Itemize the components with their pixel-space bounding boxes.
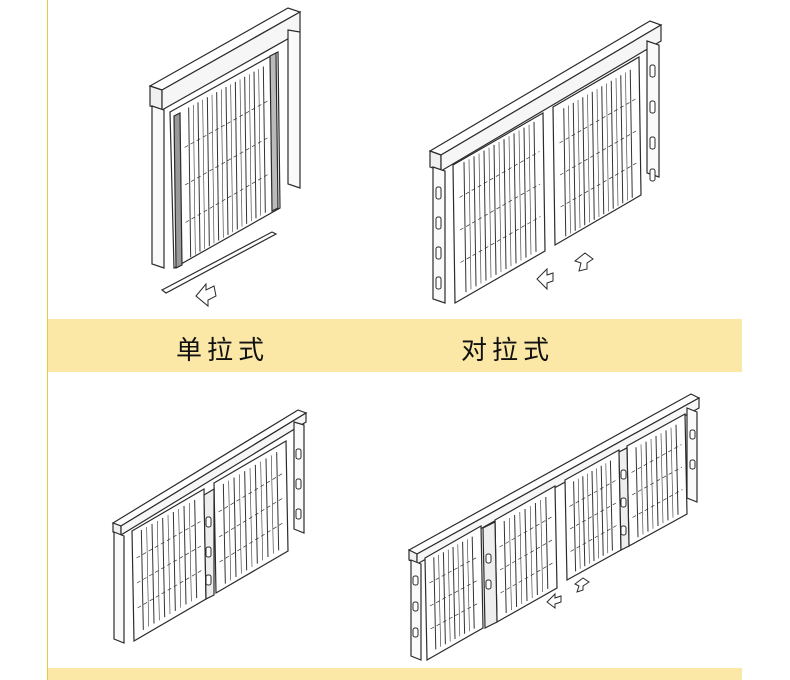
cord-line bbox=[430, 557, 478, 583]
single-pull-illustration bbox=[140, 0, 310, 315]
pleat-line bbox=[607, 84, 609, 212]
cord-line bbox=[185, 101, 269, 148]
pleat-line bbox=[184, 506, 186, 605]
pleat-line bbox=[229, 481, 231, 581]
pull-arrows bbox=[537, 253, 593, 289]
pleat-line bbox=[641, 444, 643, 534]
pull-arrows bbox=[547, 578, 589, 608]
cord-line bbox=[570, 481, 616, 507]
pleat-line bbox=[212, 95, 214, 244]
pleat-line bbox=[494, 145, 496, 275]
pleat-line bbox=[588, 95, 590, 223]
caption-band bbox=[48, 319, 742, 372]
cord-line bbox=[461, 217, 541, 263]
bottom-rail bbox=[162, 232, 276, 293]
pleat-line bbox=[636, 447, 638, 537]
pleat-line bbox=[271, 455, 273, 553]
pleat-line bbox=[458, 544, 460, 636]
cord-line bbox=[633, 490, 683, 518]
two-panel-illustration bbox=[108, 405, 313, 650]
pleat-line bbox=[195, 500, 197, 598]
pleat-line bbox=[515, 515, 517, 607]
cord-line bbox=[560, 99, 636, 143]
caption-double-pull: 对拉式 bbox=[461, 336, 555, 366]
pleat-line bbox=[574, 481, 576, 571]
cord-line bbox=[460, 184, 540, 230]
pleat-line bbox=[434, 557, 436, 649]
pleat-line bbox=[489, 148, 491, 278]
pleat-line bbox=[152, 524, 154, 624]
pleat-line bbox=[245, 77, 247, 224]
pleat-line bbox=[226, 87, 228, 235]
pleat-line bbox=[453, 547, 455, 639]
pleat-line bbox=[469, 159, 471, 289]
cord-line bbox=[219, 498, 283, 537]
pleat-line bbox=[231, 84, 233, 232]
pleat-line bbox=[464, 162, 466, 292]
slot-marks bbox=[413, 430, 695, 637]
pleat-line bbox=[207, 97, 209, 246]
cord-line bbox=[632, 445, 682, 473]
pleat-line bbox=[223, 484, 225, 584]
slot-marks bbox=[206, 449, 301, 585]
cord-line bbox=[500, 517, 552, 547]
cord-line bbox=[632, 467, 682, 495]
cord-line bbox=[560, 131, 636, 175]
pleat-line bbox=[524, 128, 526, 258]
cord-line bbox=[219, 474, 283, 513]
cord-line bbox=[571, 526, 617, 552]
pleat-line bbox=[147, 527, 149, 627]
pleat-line bbox=[666, 430, 668, 520]
pleat-line bbox=[611, 81, 613, 209]
pleat-line bbox=[564, 108, 566, 236]
pleat-line bbox=[249, 74, 251, 221]
screen-pleats bbox=[185, 67, 270, 258]
four-panel-illustration bbox=[405, 390, 705, 665]
cord-line bbox=[460, 152, 540, 198]
cord-line bbox=[137, 546, 201, 583]
pleat-line bbox=[610, 461, 612, 551]
caption-single-pull: 单拉式 bbox=[176, 336, 270, 366]
cord-line bbox=[430, 580, 478, 606]
cord-line bbox=[570, 503, 616, 529]
pleat-line bbox=[583, 97, 585, 225]
pleat-line bbox=[630, 70, 632, 198]
cord-line bbox=[138, 571, 202, 609]
cord-line bbox=[500, 540, 552, 570]
cord-line bbox=[220, 523, 284, 563]
cord-line bbox=[431, 603, 479, 629]
pleat-line bbox=[541, 500, 543, 592]
pleat-line bbox=[189, 503, 191, 601]
pleat-line bbox=[509, 518, 511, 610]
pleat-line bbox=[546, 497, 548, 589]
slot-marks bbox=[436, 65, 655, 289]
bottom-band bbox=[48, 668, 742, 680]
pleat-line bbox=[592, 471, 594, 561]
pleat-line bbox=[519, 131, 521, 261]
cord-line bbox=[185, 137, 269, 185]
pleat-line bbox=[234, 478, 236, 578]
pull-arrow bbox=[196, 284, 216, 306]
pleat-line bbox=[626, 73, 628, 201]
pleat-line bbox=[189, 107, 191, 257]
cord-line bbox=[137, 522, 201, 559]
pleat-line bbox=[277, 452, 279, 550]
cord-line bbox=[561, 163, 637, 207]
pleat-line bbox=[499, 142, 501, 272]
pleat-line bbox=[141, 530, 143, 630]
cord-line bbox=[186, 174, 270, 223]
left-accent-line bbox=[47, 0, 48, 680]
pleat-line bbox=[504, 521, 506, 613]
double-pull-illustration bbox=[425, 15, 665, 315]
cord-line bbox=[501, 563, 553, 593]
pleat-line bbox=[661, 433, 663, 523]
